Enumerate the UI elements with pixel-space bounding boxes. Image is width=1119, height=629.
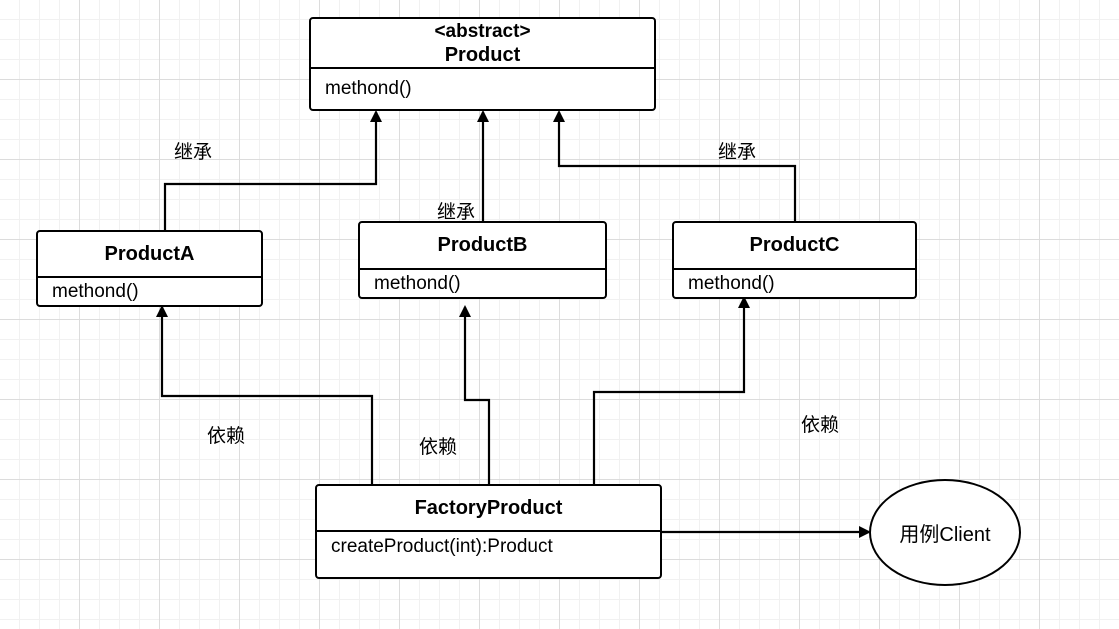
product-stereotype: <abstract>	[434, 21, 531, 42]
factory-product-class[interactable]: FactoryProduct createProduct(int):Produc…	[315, 484, 662, 579]
depend-connector-c	[592, 296, 750, 484]
product-class-name: Product	[444, 44, 521, 66]
inherit-connector-a	[163, 110, 382, 230]
product-class-header: <abstract> Product	[311, 19, 654, 69]
product-c-method: methond()	[688, 273, 775, 294]
inherit-label-b: 继承	[437, 202, 476, 223]
inherit-label-c: 继承	[718, 142, 757, 163]
client-use-case[interactable]: 用例Client	[869, 479, 1021, 586]
product-b-method: methond()	[374, 273, 461, 294]
product-b-class-name: ProductB	[360, 223, 605, 270]
product-class[interactable]: <abstract> Product methond()	[309, 17, 656, 111]
product-a-class-name: ProductA	[38, 232, 261, 278]
factory-product-method: createProduct(int):Product	[331, 536, 553, 557]
depend-label-b: 依赖	[419, 437, 458, 458]
inherit-connector-c	[553, 110, 797, 221]
depend-label-a: 依赖	[207, 426, 246, 447]
product-b-class[interactable]: ProductB methond()	[358, 221, 607, 299]
product-a-method: methond()	[52, 281, 139, 302]
product-c-class[interactable]: ProductC methond()	[672, 221, 917, 299]
inherit-label-a: 继承	[174, 142, 213, 163]
depend-connector-b	[459, 305, 491, 484]
product-a-class[interactable]: ProductA methond()	[36, 230, 263, 307]
product-method: methond()	[325, 78, 412, 99]
factory-product-class-name: FactoryProduct	[317, 486, 660, 532]
depend-connector-a	[156, 305, 374, 484]
depend-label-c: 依赖	[801, 415, 840, 436]
product-c-class-name: ProductC	[674, 223, 915, 270]
